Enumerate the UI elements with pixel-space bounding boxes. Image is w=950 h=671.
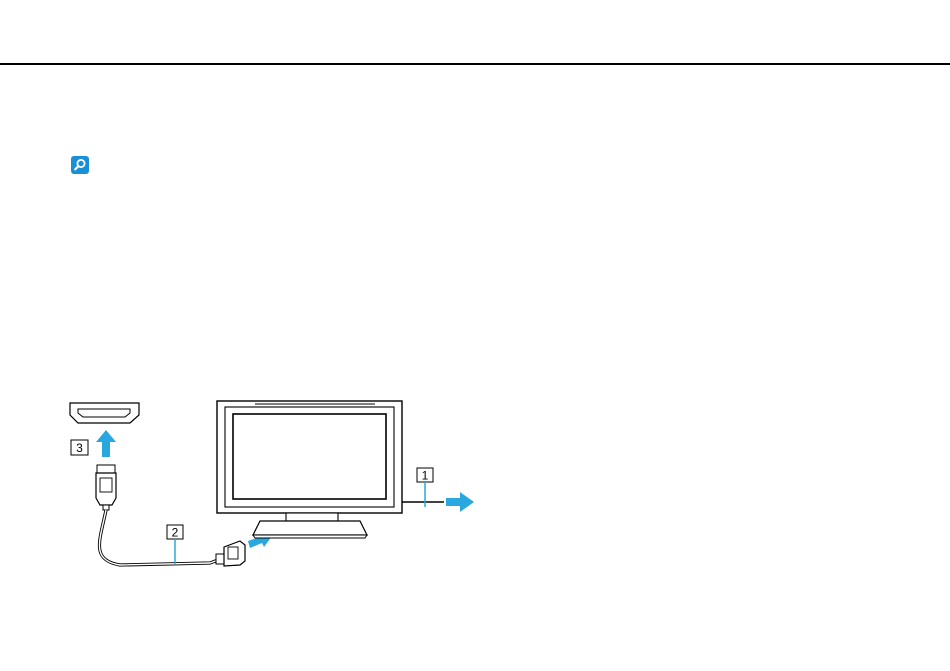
hdmi-port-icon <box>70 403 139 423</box>
hdmi-plug-horizontal-icon <box>216 541 245 566</box>
arrow-right-icon <box>446 492 474 512</box>
tv-illustration <box>217 401 402 538</box>
hdmi-connection-illustration: 3 2 <box>60 395 490 575</box>
arrow-up-icon <box>96 430 116 457</box>
callout-1: 1 <box>417 468 433 507</box>
hdmi-cable <box>99 510 218 565</box>
hdmi-plug-vertical-icon <box>96 465 116 510</box>
magnifier-icon[interactable] <box>71 156 89 174</box>
callout-3: 3 <box>71 440 88 455</box>
callout-3-label: 3 <box>76 441 83 455</box>
header-rule <box>0 63 950 65</box>
callout-1-label: 1 <box>422 469 429 483</box>
callout-2-label: 2 <box>172 526 179 540</box>
callout-2: 2 <box>167 525 183 564</box>
